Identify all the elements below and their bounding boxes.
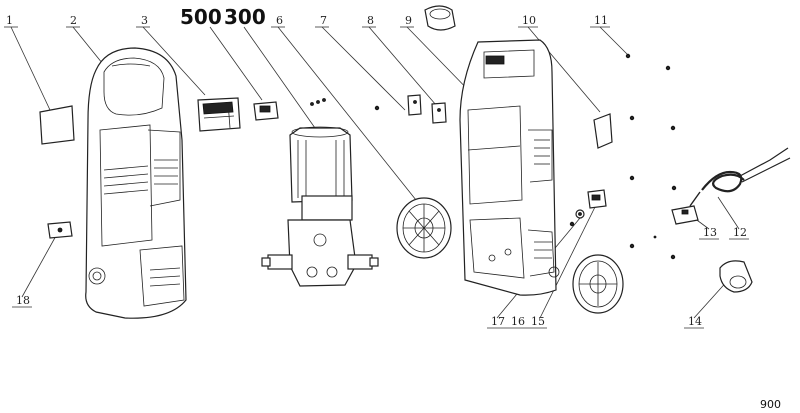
model-code-500: 500 [180,5,263,101]
svg-text:12: 12 [733,226,747,239]
part-16-17-fittings [569,189,607,227]
part-label-plate [39,105,75,145]
callout-3: 3 [136,14,206,96]
page-code: 900 [760,398,781,411]
callout-16: 16 [507,315,527,329]
callout-6: 6 [271,14,421,206]
svg-text:14: 14 [688,315,702,328]
svg-text:7: 7 [320,14,327,27]
model-code-300: 300 [224,5,316,129]
part-9-knob [424,5,456,31]
svg-text:300: 300 [224,5,266,29]
part-screws-motor [310,98,326,106]
callout-18: 18 [12,233,58,308]
callout-7: 7 [315,14,406,111]
svg-text:6: 6 [276,14,283,27]
svg-text:16: 16 [511,315,525,328]
part-13-plug-box [671,205,699,225]
svg-text:10: 10 [522,14,536,27]
svg-text:17: 17 [491,315,505,328]
callout-15: 15 [527,204,597,329]
callout-14: 14 [684,277,731,329]
svg-text:9: 9 [405,14,412,27]
part-10-clip [593,113,613,149]
part-rear-housing [459,39,560,296]
svg-text:15: 15 [531,315,545,328]
part-14-knob [719,260,753,293]
svg-text:1: 1 [6,14,13,27]
svg-text:2: 2 [70,14,77,27]
part-11-screws [625,53,677,260]
part-15-wheel [572,254,624,314]
callout-11: 11 [590,14,629,56]
part-18-bracket [47,221,73,239]
svg-text:8: 8 [367,14,374,27]
part-8-clips [407,94,447,124]
svg-text:11: 11 [594,14,608,27]
callout-12: 12 [717,196,749,240]
svg-text:500: 500 [180,5,222,29]
part-6-wheel [396,197,452,259]
part-12-power-cord [689,147,791,207]
svg-text:13: 13 [703,226,717,239]
part-front-housing [85,47,187,319]
callout-1: 1 [4,14,51,111]
callout-8: 8 [362,14,437,106]
part-500-connector [253,101,279,121]
part-300-motor-pump [261,126,379,287]
svg-text:18: 18 [16,294,30,307]
part-7-screw [374,105,380,111]
svg-text:3: 3 [141,14,148,27]
part-switch [197,97,241,132]
